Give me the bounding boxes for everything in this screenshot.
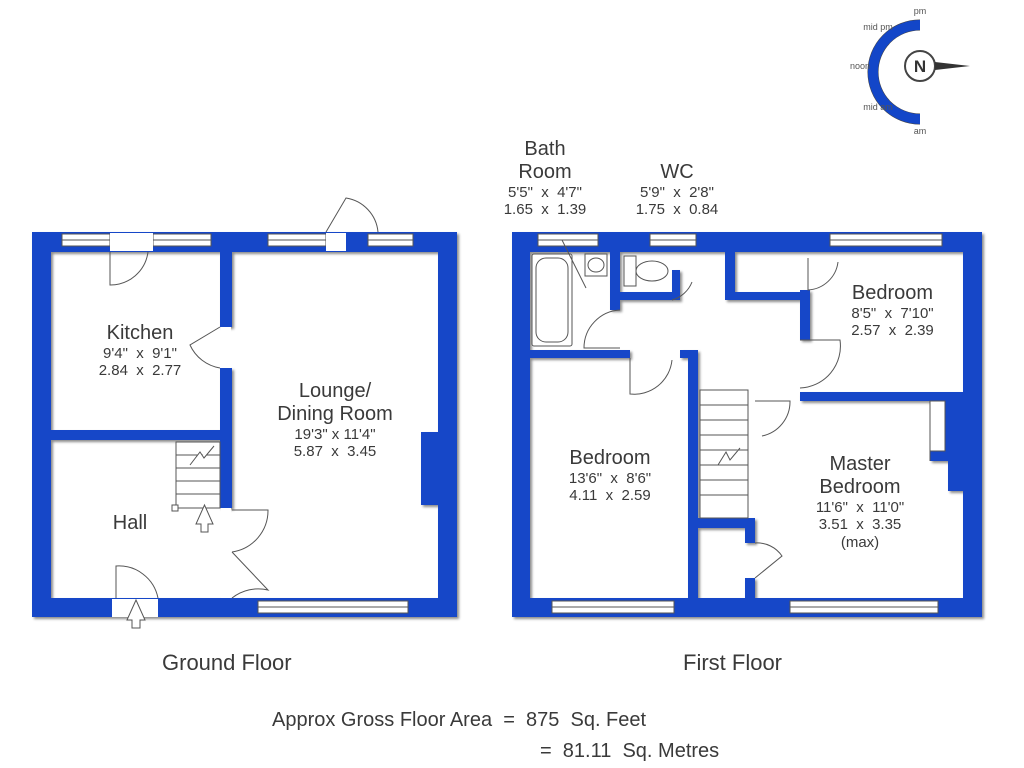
lounge-name-line1: Lounge/ <box>298 380 372 402</box>
bathroom-name-line1: Bath <box>524 138 566 160</box>
compass: N pm mid pm noon mid am am <box>850 6 970 136</box>
first-floor-doors <box>561 239 931 579</box>
compass-north: N <box>914 57 926 76</box>
wc-name: WC <box>660 161 694 183</box>
lounge-name-line2: Dining Room <box>277 403 393 425</box>
stairs-up-arrow-icon <box>195 503 214 533</box>
ground-floor-stairs <box>171 441 221 533</box>
bathroom-label: Bath Room 5'5" x 4'7" 1.65 x 1.39 <box>480 138 610 219</box>
lounge-label: Lounge/ Dining Room 19'3" x 11'4" 5.87 x… <box>250 380 420 461</box>
kitchen-metric: 2.84 x 2.77 <box>98 362 182 380</box>
compass-am: am <box>914 126 927 136</box>
entrance-arrow-icon <box>126 598 146 629</box>
ground-floor-windows <box>61 233 414 617</box>
kitchen-name: Kitchen <box>106 322 174 344</box>
first-floor-windows <box>537 233 943 614</box>
first-floor-stairs <box>699 389 749 519</box>
ground-floor-title: Ground Floor <box>162 650 292 675</box>
ground-floor-doors <box>109 197 379 599</box>
first-floor-fixtures <box>531 253 946 452</box>
lounge-metric: 5.87 x 3.45 <box>293 443 377 461</box>
bedroom-mid-name: Bedroom <box>569 447 651 469</box>
bathroom-name-line2: Room <box>518 161 572 183</box>
lounge-imperial: 19'3" x 11'4" <box>294 426 376 443</box>
master-bedroom-label: Master Bedroom 11'6" x 11'0" 3.51 x 3.35… <box>790 453 930 551</box>
compass-mid-am: mid am <box>863 102 893 112</box>
wc-imperial: 5'9" x 2'8" <box>640 184 714 201</box>
master-imperial: 11'6" x 11'0" <box>815 499 905 516</box>
compass-noon: noon <box>850 61 870 71</box>
wc-metric: 1.75 x 0.84 <box>635 201 719 219</box>
bedroom-small-name: Bedroom <box>851 282 934 304</box>
bathroom-metric: 1.65 x 1.39 <box>503 201 587 219</box>
wc-label: WC 5'9" x 2'8" 1.75 x 0.84 <box>612 161 742 219</box>
hall-name: Hall <box>112 512 148 534</box>
compass-mid-pm: mid pm <box>863 22 893 32</box>
north-arrow-icon <box>935 62 970 70</box>
compass-pm: pm <box>914 6 927 16</box>
gross-area-feet: Approx Gross Floor Area = 875 Sq. Feet <box>272 709 647 731</box>
first-floor-title: First Floor <box>683 650 782 675</box>
bedroom-small-imperial: 8'5" x 7'10" <box>851 305 934 322</box>
master-name-line2: Bedroom <box>819 476 901 498</box>
bedroom-mid-imperial: 13'6" x 8'6" <box>568 470 652 487</box>
ground-floor-plan <box>32 197 457 629</box>
bedroom-small-metric: 2.57 x 2.39 <box>851 322 934 340</box>
kitchen-label: Kitchen 9'4" x 9'1" 2.84 x 2.77 <box>70 322 210 380</box>
hall-label: Hall <box>95 512 165 535</box>
master-metric: 3.51 x 3.35 <box>818 516 902 534</box>
bathroom-imperial: 5'5" x 4'7" <box>508 184 582 201</box>
bedroom-mid-metric: 4.11 x 2.59 <box>569 487 651 505</box>
bedroom-mid-label: Bedroom 13'6" x 8'6" 4.11 x 2.59 <box>540 447 680 505</box>
kitchen-imperial: 9'4" x 9'1" <box>103 345 177 362</box>
master-name-line1: Master <box>829 453 891 475</box>
bedroom-small-label: Bedroom 8'5" x 7'10" 2.57 x 2.39 <box>825 282 960 340</box>
toilet <box>623 255 637 287</box>
master-note: (max) <box>840 533 880 551</box>
gross-area-metres: = 81.11 Sq. Metres <box>540 740 720 762</box>
first-floor-plan <box>512 232 982 617</box>
